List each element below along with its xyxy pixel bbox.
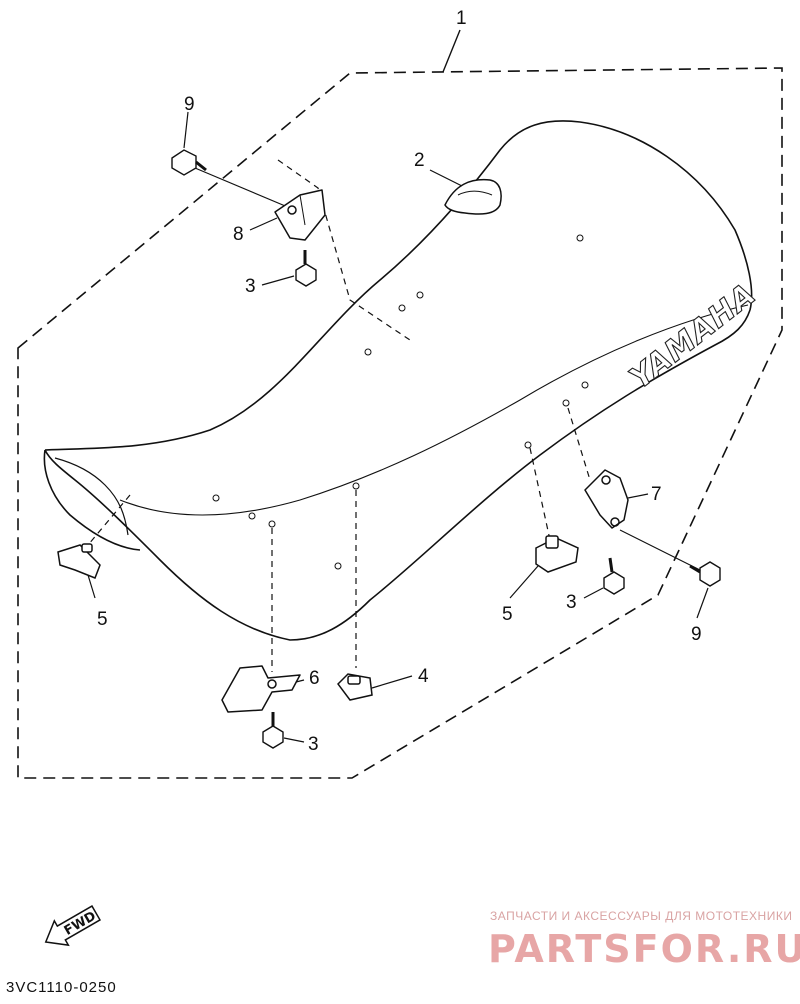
alignment-5r — [529, 447, 551, 541]
nut-3-top — [295, 250, 317, 287]
alignment-5l — [87, 494, 131, 546]
callout-7: 7 — [651, 484, 662, 505]
seat — [43, 120, 753, 641]
watermark-tagline: ЗАПЧАСТИ И АКСЕССУАРЫ ДЛЯ МОТОТЕХНИКИ — [490, 909, 792, 923]
rubber-4 — [337, 673, 373, 701]
callout-4: 4 — [418, 666, 429, 687]
callout-2: 2 — [414, 150, 425, 171]
callout-9-right: 9 — [691, 624, 702, 645]
bracket-6 — [221, 665, 301, 713]
callout-3-right: 3 — [566, 592, 577, 613]
damper-5-right — [535, 535, 579, 573]
callout-leaders — [87, 111, 709, 743]
callout-5-left: 5 — [97, 609, 108, 630]
alignment-7 — [567, 407, 591, 481]
nut-3-right — [603, 557, 625, 595]
bolt-9-right — [689, 561, 721, 587]
callout-8: 8 — [233, 224, 244, 245]
callout-5-right: 5 — [502, 604, 513, 625]
callout-9-top: 9 — [184, 94, 195, 115]
seat-holes — [212, 234, 589, 570]
nut-3-bottom — [262, 712, 284, 749]
damper-5-left — [57, 543, 101, 579]
leader-1 — [442, 29, 461, 73]
assembly-boundary — [17, 67, 783, 779]
callout-1: 1 — [456, 8, 467, 29]
fwd-arrow: FWD — [44, 905, 102, 947]
bracket-7 — [584, 469, 629, 529]
alignment-8 — [277, 159, 411, 341]
strap — [444, 178, 502, 215]
bolt-9-top — [171, 149, 207, 176]
callout-3-bottom: 3 — [308, 734, 319, 755]
callout-6: 6 — [309, 668, 320, 689]
alignment-bolt-right — [619, 529, 701, 571]
seat-brand-text: YAMAHA — [623, 277, 762, 397]
callout-3-top: 3 — [245, 276, 256, 297]
alignment-bolt-top — [194, 167, 291, 209]
bracket-8 — [274, 189, 326, 241]
watermark-site: PARTSFOR.RU — [488, 927, 800, 971]
catalog-code: 3VC1110-0250 — [6, 979, 117, 996]
